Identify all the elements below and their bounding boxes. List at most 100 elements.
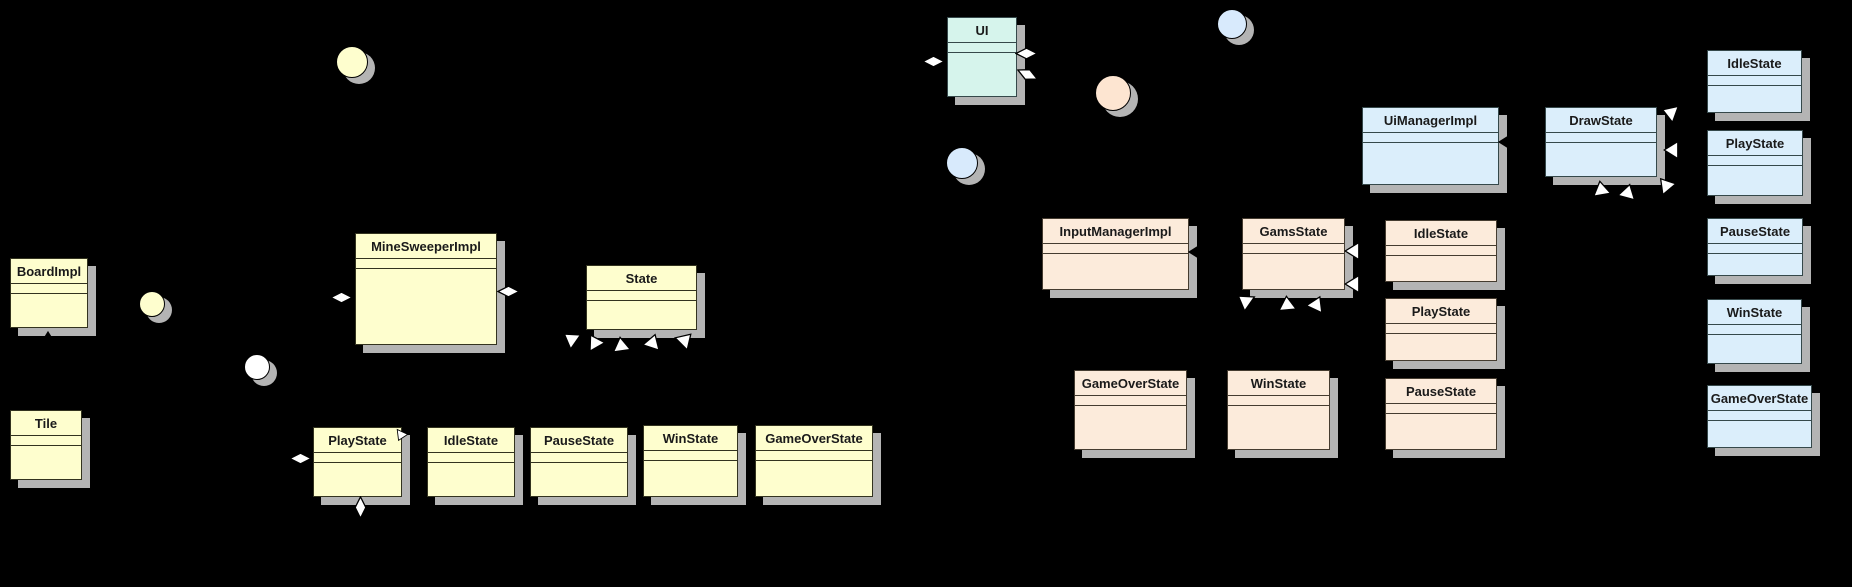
interface-lollipop-icon[interactable]	[139, 291, 165, 317]
class-minesweeperimpl[interactable]: MineSweeperImpl	[355, 233, 497, 345]
generalization-arrowhead-icon	[1303, 290, 1331, 316]
class-winstate-yellow[interactable]: WinState	[643, 425, 738, 497]
class-attributes-compartment	[11, 436, 81, 446]
aggregation-diamond-icon	[328, 290, 354, 304]
class-methods-compartment	[1546, 143, 1656, 176]
aggregation-diamond-icon	[495, 284, 521, 298]
class-state[interactable]: State	[586, 265, 697, 330]
generalization-arrowhead-icon	[1230, 286, 1257, 314]
class-winstate-blue[interactable]: WinState	[1707, 299, 1802, 364]
generalization-arrowhead-icon	[391, 427, 410, 444]
class-pausestate-orange[interactable]: PauseState	[1385, 378, 1497, 450]
class-methods-compartment	[1386, 256, 1496, 281]
class-gamsstate[interactable]: GamsState	[1242, 218, 1345, 290]
class-name-label: State	[587, 266, 696, 291]
class-name-label: UiManagerImpl	[1363, 108, 1498, 133]
generalization-arrowhead-icon	[1343, 240, 1361, 262]
dependency-arrowhead-icon	[1497, 135, 1509, 149]
generalization-arrowhead-icon	[1589, 177, 1614, 199]
class-name-label: GameOverState	[756, 426, 872, 451]
class-attributes-compartment	[1708, 156, 1802, 166]
class-pausestate-yellow[interactable]: PauseState	[530, 427, 628, 497]
class-attributes-compartment	[428, 453, 514, 463]
class-name-label: GameOverState	[1708, 386, 1811, 411]
class-methods-compartment	[1043, 254, 1188, 289]
class-methods-compartment	[428, 463, 514, 496]
class-methods-compartment	[531, 463, 627, 496]
class-name-label: DrawState	[1546, 108, 1656, 133]
class-methods-compartment	[1386, 414, 1496, 449]
class-attributes-compartment	[531, 453, 627, 463]
class-name-label: IdleState	[1708, 51, 1801, 76]
class-inputmanagerimpl[interactable]: InputManagerImpl	[1042, 218, 1189, 290]
class-name-label: PlayState	[314, 428, 401, 453]
class-attributes-compartment	[1075, 396, 1186, 406]
class-methods-compartment	[356, 269, 496, 344]
class-attributes-compartment	[1708, 325, 1801, 335]
class-methods-compartment	[1708, 335, 1801, 363]
class-methods-compartment	[1708, 166, 1802, 195]
class-gameoverstate-blue[interactable]: GameOverState	[1707, 385, 1812, 448]
class-methods-compartment	[1708, 254, 1802, 275]
class-idlestate-orange[interactable]: IdleState	[1385, 220, 1497, 282]
class-methods-compartment	[314, 463, 401, 496]
class-methods-compartment	[756, 461, 872, 496]
class-name-label: PlayState	[1386, 299, 1496, 324]
class-methods-compartment	[1708, 86, 1801, 112]
class-attributes-compartment	[1546, 133, 1656, 143]
generalization-arrowhead-icon	[640, 329, 666, 353]
class-methods-compartment	[1386, 334, 1496, 360]
class-pausestate-blue[interactable]: PauseState	[1707, 218, 1803, 276]
class-name-label: PauseState	[1708, 219, 1802, 244]
dependency-arrowhead-icon	[1187, 245, 1199, 259]
class-gameoverstate-orange[interactable]: GameOverState	[1074, 370, 1187, 450]
generalization-arrowhead-icon	[1651, 170, 1679, 198]
aggregation-diamond-icon	[920, 54, 946, 68]
interface-lollipop-icon[interactable]	[1095, 75, 1131, 111]
aggregation-diamond-icon	[1013, 46, 1039, 60]
generalization-arrowhead-icon	[1343, 273, 1361, 295]
class-playstate-blue[interactable]: PlayState	[1707, 130, 1803, 196]
class-methods-compartment	[644, 461, 737, 496]
class-methods-compartment	[948, 53, 1016, 96]
class-drawstate[interactable]: DrawState	[1545, 107, 1657, 177]
aggregation-diamond-icon	[1014, 63, 1040, 85]
class-methods-compartment	[11, 294, 87, 327]
aggregation-diamond-icon	[287, 451, 313, 465]
class-playstate-yellow[interactable]: PlayState	[313, 427, 402, 497]
class-attributes-compartment	[1228, 396, 1329, 406]
class-methods-compartment	[1363, 143, 1498, 184]
class-idlestate-blue[interactable]: IdleState	[1707, 50, 1802, 113]
interface-lollipop-icon[interactable]	[946, 147, 978, 179]
interface-lollipop-icon[interactable]	[1217, 9, 1247, 39]
dependency-arrowhead-icon	[41, 330, 55, 342]
interface-lollipop-icon[interactable]	[336, 46, 368, 78]
generalization-arrowhead-icon	[1657, 99, 1681, 126]
class-winstate-orange[interactable]: WinState	[1227, 370, 1330, 450]
class-name-label: IdleState	[1386, 221, 1496, 246]
generalization-arrowhead-icon	[1615, 179, 1641, 202]
class-tile[interactable]: Tile	[10, 410, 82, 480]
class-playstate-orange[interactable]: PlayState	[1385, 298, 1497, 361]
class-boardimpl[interactable]: BoardImpl	[10, 258, 88, 328]
interface-lollipop-icon[interactable]	[244, 354, 270, 380]
class-idlestate-yellow[interactable]: IdleState	[427, 427, 515, 497]
class-attributes-compartment	[1708, 76, 1801, 86]
class-attributes-compartment	[356, 259, 496, 269]
class-uimanagerimpl[interactable]: UiManagerImpl	[1362, 107, 1499, 185]
class-attributes-compartment	[1708, 411, 1811, 421]
class-attributes-compartment	[1708, 244, 1802, 254]
generalization-arrowhead-icon	[556, 324, 583, 352]
class-name-label: UI	[948, 18, 1016, 43]
aggregation-diamond-icon	[353, 494, 367, 520]
class-name-label: GamsState	[1243, 219, 1344, 244]
class-ui[interactable]: UI	[947, 17, 1017, 97]
generalization-arrowhead-icon	[672, 325, 700, 353]
class-name-label: PauseState	[531, 428, 627, 453]
class-attributes-compartment	[1386, 404, 1496, 414]
class-attributes-compartment	[948, 43, 1016, 53]
class-gameoverstate-yellow[interactable]: GameOverState	[755, 425, 873, 497]
class-methods-compartment	[1228, 406, 1329, 449]
class-name-label: IdleState	[428, 428, 514, 453]
class-attributes-compartment	[1363, 133, 1498, 143]
